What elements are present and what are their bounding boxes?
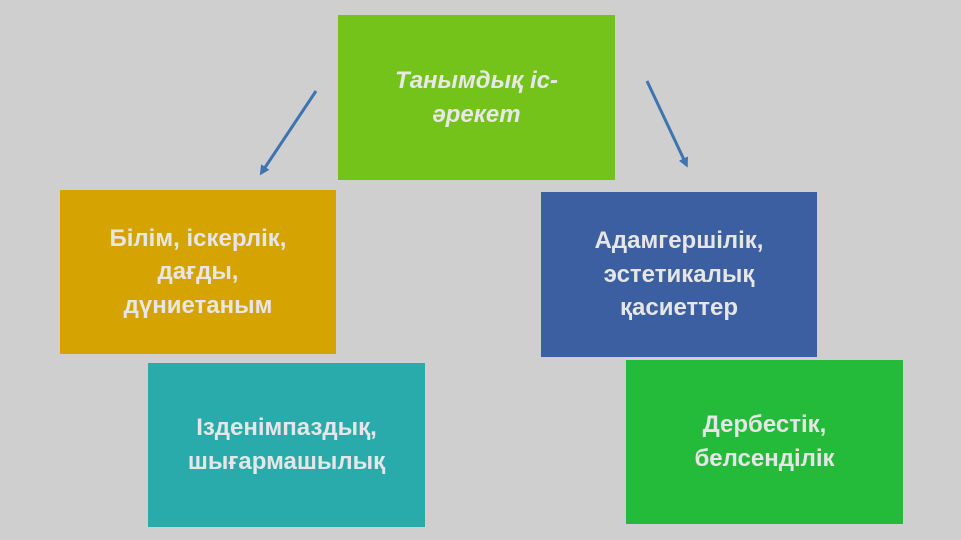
- node-creativity-label: Ізденімпаздық, шығармашылық: [187, 414, 386, 475]
- node-independence-label: Дербестік, белсенділік: [694, 411, 835, 472]
- node-moral-aesthetic: Адамгершілік, эстетикалық қасиеттер: [541, 192, 817, 357]
- node-knowledge-skills-label: Білім, іскерлік, дағды, дүниетаным: [109, 224, 287, 319]
- node-independence: Дербестік, белсенділік: [626, 360, 903, 524]
- node-creativity: Ізденімпаздық, шығармашылық: [148, 363, 425, 527]
- arrow-left: [259, 90, 318, 176]
- node-cognitive-activity: Танымдық іс- әрекет: [338, 15, 615, 180]
- node-moral-aesthetic-label: Адамгершілік, эстетикалық қасиеттер: [594, 227, 764, 322]
- arrow-right: [645, 80, 688, 168]
- node-cognitive-activity-label: Танымдық іс- әрекет: [395, 66, 558, 128]
- node-knowledge-skills: Білім, іскерлік, дағды, дүниетаным: [60, 190, 336, 354]
